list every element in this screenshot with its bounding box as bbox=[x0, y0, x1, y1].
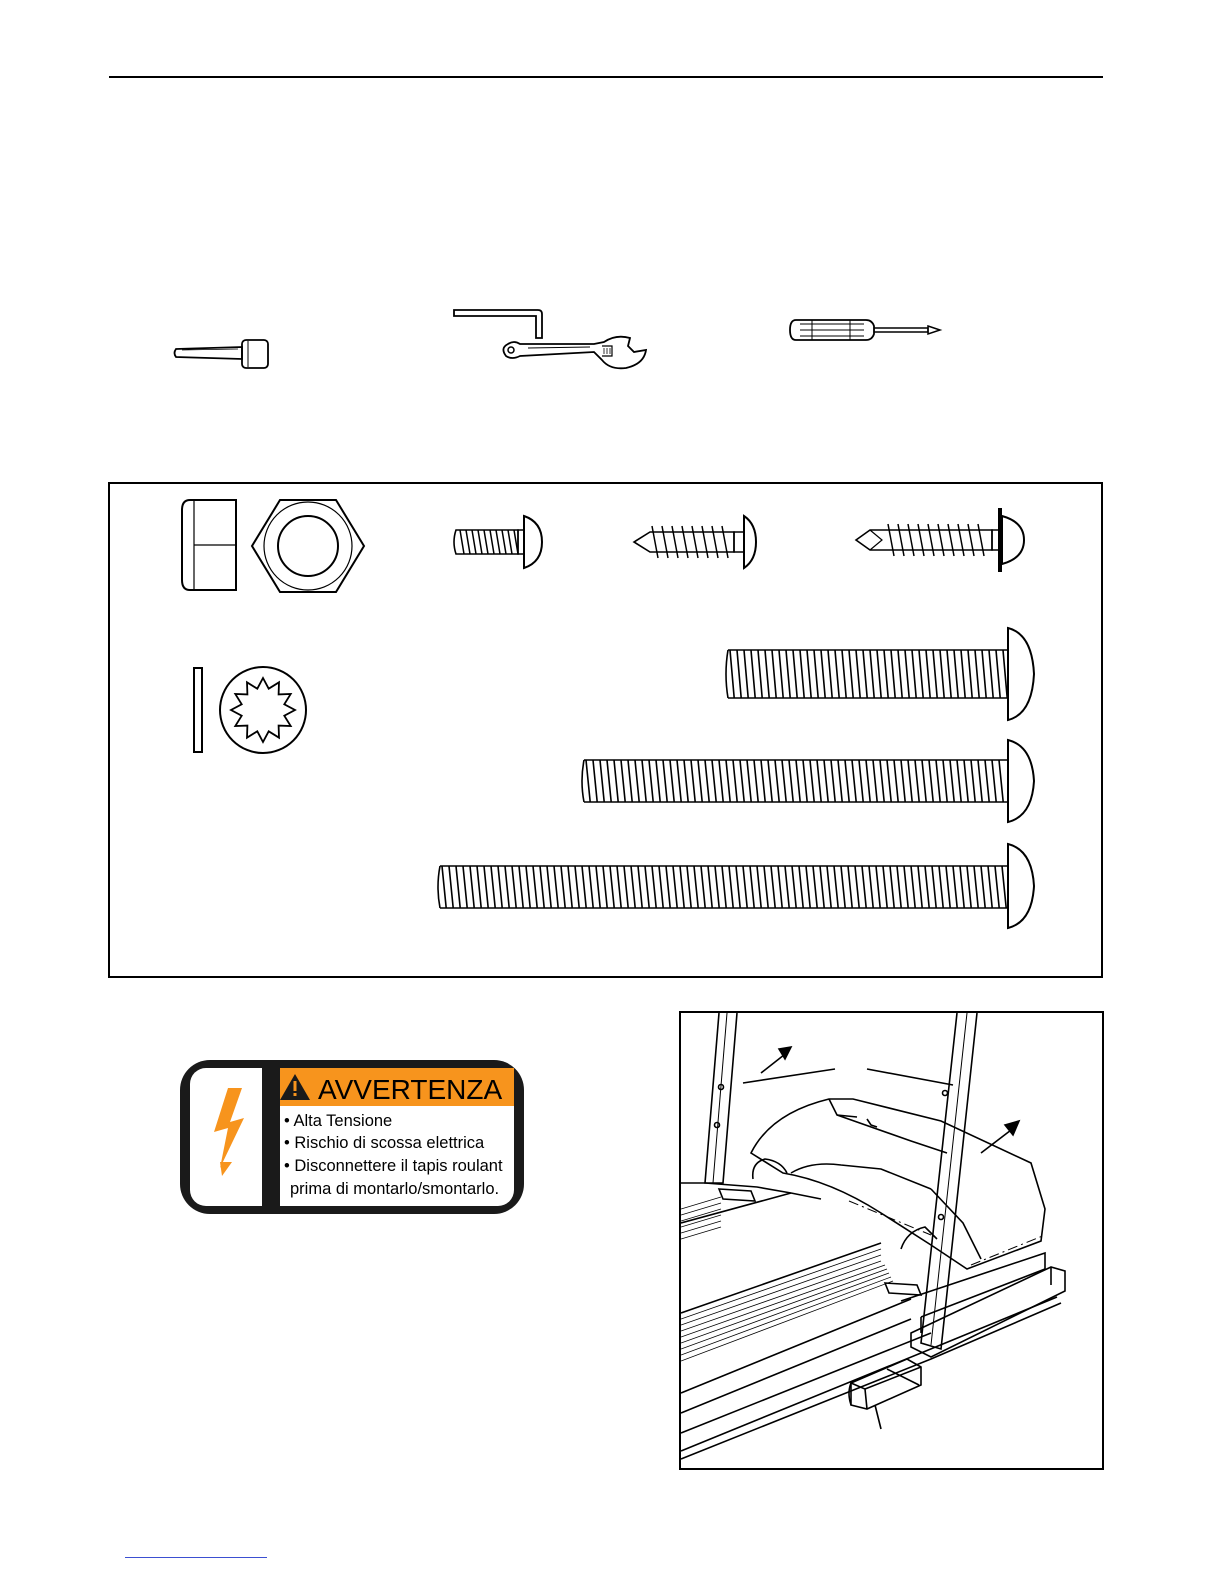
warning-line-2: • Rischio di scossa elettrica bbox=[284, 1133, 484, 1153]
hex-nut-icon bbox=[250, 498, 366, 594]
phillips-screwdriver-icon bbox=[788, 316, 946, 344]
adjustable-wrench-icon bbox=[498, 330, 650, 376]
warning-line-1: • Alta Tensione bbox=[284, 1111, 392, 1131]
sheet-metal-screw-icon bbox=[630, 512, 760, 572]
rubber-mallet-icon bbox=[172, 336, 272, 372]
nut-side-view-icon bbox=[180, 498, 240, 592]
header-rule bbox=[109, 76, 1103, 78]
bolt-longest-icon bbox=[432, 840, 1040, 932]
star-washer-side-icon bbox=[192, 666, 204, 754]
warning-heading: AVVERTENZA bbox=[318, 1074, 547, 1106]
bolt-long-icon bbox=[576, 736, 1040, 826]
treadmill-illustration bbox=[681, 1013, 1104, 1470]
warning-line-3: • Disconnettere il tapis roulant bbox=[284, 1156, 503, 1176]
star-washer-icon bbox=[216, 664, 310, 756]
self-tapping-screw-icon bbox=[852, 506, 1030, 574]
warning-line-4: prima di montarlo/smontarlo. bbox=[290, 1179, 499, 1199]
footer-link-underline[interactable] bbox=[125, 1557, 267, 1558]
machine-screw-short-icon bbox=[450, 512, 546, 572]
bolt-medium-icon bbox=[720, 624, 1040, 724]
assembly-figure bbox=[679, 1011, 1104, 1470]
